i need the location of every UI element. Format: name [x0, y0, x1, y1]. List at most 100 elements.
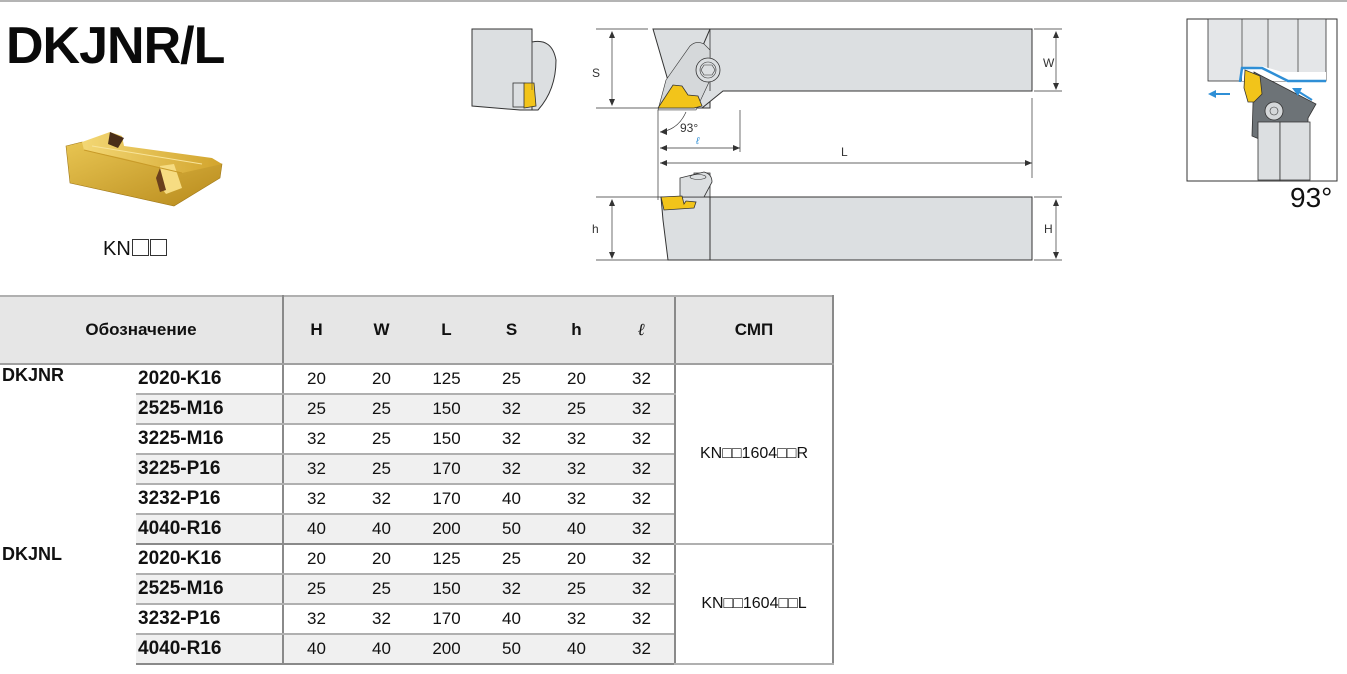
cell-S: 40	[479, 484, 544, 515]
model-cell: 2020-K16	[136, 364, 284, 395]
series-cell: DKJNL	[2, 544, 63, 564]
cell-ell: 32	[609, 484, 675, 515]
cell-h: 32	[544, 454, 609, 485]
cell-S: 32	[479, 424, 544, 455]
cell-h: 25	[544, 574, 609, 605]
cell-ell: 32	[609, 604, 675, 635]
cell-h: 32	[544, 484, 609, 515]
cell-h: 20	[544, 544, 609, 575]
table-header-row: Обозначение H W L S h ℓ СМП	[0, 295, 834, 365]
cell-W: 20	[349, 544, 414, 575]
model-cell: 3225-P16	[136, 454, 284, 485]
top-view: S W 93° ℓ L	[592, 28, 1062, 200]
cell-S: 32	[479, 394, 544, 425]
svg-text:H: H	[1044, 222, 1053, 236]
cell-L: 170	[414, 454, 479, 485]
cell-L: 200	[414, 514, 479, 545]
cell-L: 170	[414, 484, 479, 515]
cell-h: 25	[544, 394, 609, 425]
approach-angle-label: 93°	[1290, 182, 1333, 213]
col-header-L: L	[414, 295, 479, 365]
cell-L: 125	[414, 364, 479, 395]
cell-H: 20	[283, 544, 349, 575]
cell-ell: 32	[609, 634, 675, 665]
cell-ell: 32	[609, 514, 675, 545]
col-header-S: S	[479, 295, 544, 365]
col-header-designation: Обозначение	[0, 295, 284, 365]
cell-H: 32	[283, 424, 349, 455]
cell-S: 25	[479, 544, 544, 575]
model-cell: 3232-P16	[136, 604, 284, 635]
cell-W: 25	[349, 394, 414, 425]
cell-W: 40	[349, 514, 414, 545]
cell-H: 25	[283, 574, 349, 605]
cell-h: 32	[544, 604, 609, 635]
cell-H: 32	[283, 484, 349, 515]
cell-L: 170	[414, 604, 479, 635]
model-cell: 4040-R16	[136, 634, 284, 665]
insert-label-prefix: KN	[103, 238, 131, 260]
cell-ell: 32	[609, 574, 675, 605]
cell-H: 20	[283, 364, 349, 395]
spec-table: Обозначение H W L S h ℓ СМП DKJNR 2020-K1…	[0, 295, 834, 665]
cell-H: 32	[283, 604, 349, 635]
cell-L: 150	[414, 394, 479, 425]
cell-S: 50	[479, 514, 544, 545]
col-header-H: H	[283, 295, 349, 365]
cell-H: 32	[283, 454, 349, 485]
svg-text:S: S	[592, 66, 600, 80]
insert-cell: KN□□1604□□L	[674, 544, 834, 665]
col-header-insert: СМП	[674, 295, 834, 365]
col-header-ell: ℓ	[609, 295, 675, 365]
cell-h: 20	[544, 364, 609, 395]
angle-dim-label: 93°	[680, 121, 698, 135]
cell-W: 25	[349, 454, 414, 485]
cell-W: 25	[349, 424, 414, 455]
cell-ell: 32	[609, 544, 675, 575]
cell-L: 150	[414, 574, 479, 605]
cell-S: 40	[479, 604, 544, 635]
cell-L: 200	[414, 634, 479, 665]
cell-H: 40	[283, 634, 349, 665]
top-rule	[0, 0, 1347, 2]
cell-S: 32	[479, 574, 544, 605]
insert-label: KN	[103, 238, 167, 261]
cell-h: 40	[544, 634, 609, 665]
cell-ell: 32	[609, 454, 675, 485]
end-view	[471, 28, 557, 111]
approach-angle-diagram	[1186, 18, 1338, 182]
model-cell: 2525-M16	[136, 574, 284, 605]
col-header-h: h	[544, 295, 609, 365]
cell-W: 40	[349, 634, 414, 665]
cell-S: 32	[479, 454, 544, 485]
cell-W: 32	[349, 604, 414, 635]
cell-ell: 32	[609, 424, 675, 455]
placeholder-box	[149, 239, 167, 256]
cell-ell: 32	[609, 364, 675, 395]
insert-cell: KN□□1604□□R	[674, 364, 834, 545]
ell-dim-label: ℓ	[695, 136, 700, 147]
model-cell: 2525-M16	[136, 394, 284, 425]
model-cell: 4040-R16	[136, 514, 284, 545]
page-title: DKJNR/L	[6, 17, 225, 75]
cell-W: 32	[349, 484, 414, 515]
model-cell: 3225-M16	[136, 424, 284, 455]
cell-L: 150	[414, 424, 479, 455]
placeholder-box	[131, 239, 149, 256]
model-cell: 2020-K16	[136, 544, 284, 575]
series-cell: DKJNR	[2, 365, 65, 385]
cell-L: 125	[414, 544, 479, 575]
side-view: h H	[592, 171, 1062, 261]
insert-image	[65, 132, 223, 207]
